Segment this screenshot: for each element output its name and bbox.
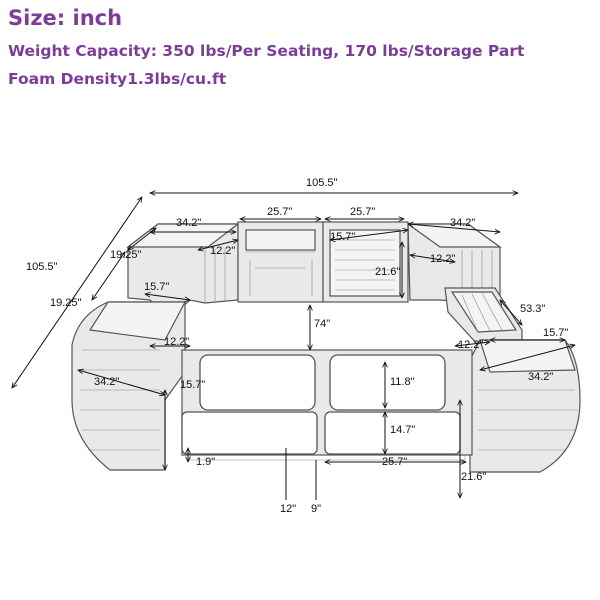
dim-back-center-depth: 15.7" [330, 231, 355, 243]
dim-overall-width: 105.5" [306, 177, 338, 189]
left-seat-cushion [181, 411, 318, 455]
dim-seat-width: 25.7" [382, 456, 407, 468]
dim-seat-depth: 12" [280, 503, 296, 515]
dimension-lines [12, 193, 575, 500]
right-back-cushion [329, 354, 446, 411]
dim-back-left-arm-depth: 15.7" [144, 281, 169, 293]
dim-back-left-inner-depth: 12.2" [210, 245, 235, 257]
furniture-illustration [71, 221, 581, 473]
dim-back-right-corner-width: 34.2" [450, 217, 475, 229]
dim-back-right-inner-depth: 12.2" [430, 253, 455, 265]
dim-right-front-corner-width: 34.2" [528, 371, 553, 383]
dim-left-front-arm-depth: 15.7" [180, 379, 205, 391]
foam-density-text: Foam Density1.3lbs/cu.ft [8, 70, 227, 88]
dim-seat-height: 14.7" [390, 424, 415, 436]
dim-seat-gap: 9" [311, 503, 321, 515]
front-loveseat [181, 349, 473, 461]
dim-inner-span: 74" [314, 318, 330, 330]
dim-back-left-corner-width: 34.2" [176, 217, 201, 229]
size-unit-heading: Size: inch [8, 6, 123, 30]
dim-table-length: 53.3" [520, 303, 545, 315]
dim-right-front-arm-depth: 15.7" [543, 327, 568, 339]
dim-back-center-left-width: 25.7" [267, 206, 292, 218]
dim-left-front-inner-depth: 12.2" [164, 336, 189, 348]
dim-back-center-height: 21.6" [375, 266, 400, 278]
dim-right-front-inner-depth: 12.2" [458, 339, 483, 351]
dim-overall-depth: 105.5" [26, 261, 58, 273]
dim-back-center-right-width: 25.7" [350, 206, 375, 218]
weight-capacity-text: Weight Capacity: 350 lbs/Per Seating, 17… [8, 42, 525, 60]
dim-left-side-depth: 19.25" [50, 297, 82, 309]
dim-cushion-back-height: 11.8" [390, 376, 415, 388]
left-back-cushion [199, 354, 316, 411]
dim-left-front-corner-width: 34.2" [94, 376, 119, 388]
dimension-labels: 105.5" 105.5" 34.2" 25.7" 25.7" 34.2" 19… [26, 177, 568, 515]
dim-leg-height: 1.9" [196, 456, 215, 468]
dim-right-front-height: 21.6" [461, 471, 486, 483]
dim-back-left-side-depth: 19.25" [110, 249, 142, 261]
